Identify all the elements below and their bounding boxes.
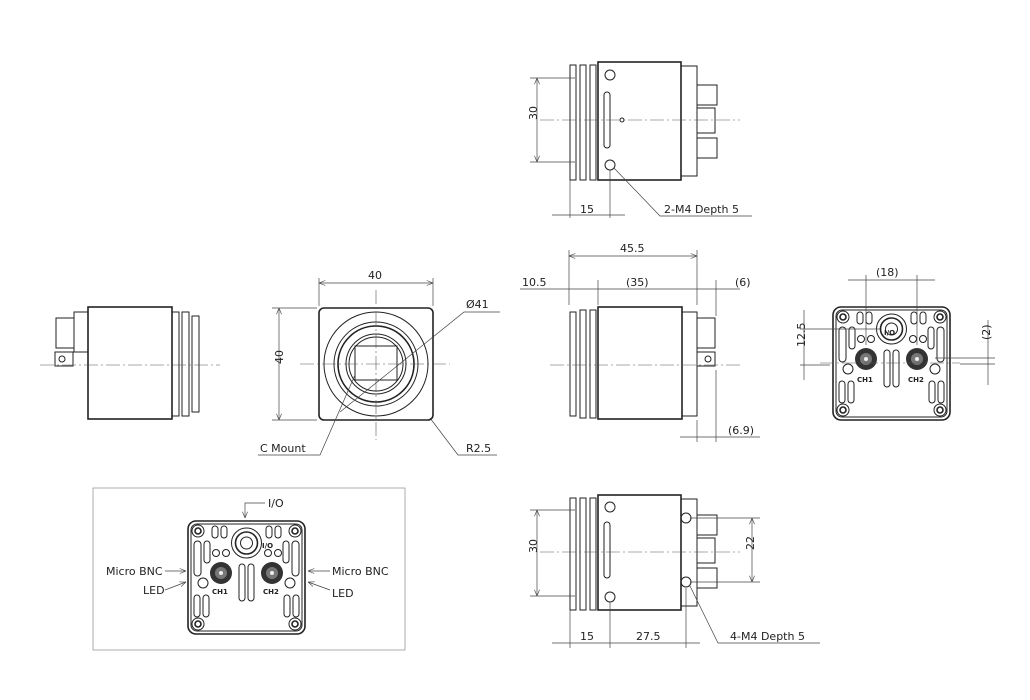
- bottom-dim-height: 30: [527, 539, 540, 553]
- top-view: 30 15 2-M4 Depth 5: [527, 61, 752, 218]
- top-hole-note: 2-M4 Depth 5: [664, 203, 739, 216]
- front-view: 40 40 Ø41 C Mount R2.5: [258, 269, 500, 456]
- bottom-dim-spacing: 22: [744, 536, 757, 550]
- front-dim-height: 40: [273, 350, 286, 364]
- rear-detail-view: I/O CH1 CH2 I/O Micro BNC LED Micro BNC …: [92, 487, 406, 651]
- right-side-view: 45.5 10.5 (35) (6) (6.9): [520, 242, 760, 442]
- micro-bnc-right-label: Micro BNC: [332, 565, 389, 578]
- back-dim-spacing: (18): [876, 266, 899, 279]
- back-ch1-label: CH1: [857, 376, 873, 384]
- micro-bnc-left-label: Micro BNC: [106, 565, 163, 578]
- back-io-label: I/O: [884, 329, 895, 337]
- top-dim-offset: 15: [580, 203, 594, 216]
- detail-ch2-label: CH2: [263, 588, 279, 596]
- side-dim-connector: (6): [735, 276, 751, 289]
- back-dim-offset: (2): [980, 324, 993, 340]
- detail-io-label: I/O: [262, 542, 273, 550]
- c-mount-label: C Mount: [260, 442, 306, 455]
- front-dim-width: 40: [368, 269, 382, 282]
- bottom-dim-offset2: 27.5: [636, 630, 661, 643]
- detail-ch1-label: CH1: [212, 588, 228, 596]
- back-view: I/O CH1 CH2 (18) 12.5 (2): [795, 266, 995, 421]
- side-dim-fins: 10.5: [522, 276, 547, 289]
- back-ch2-label: CH2: [908, 376, 924, 384]
- left-side-view: [40, 306, 220, 420]
- side-dim-total: 45.5: [620, 242, 645, 255]
- top-dim-height: 30: [527, 106, 540, 120]
- side-dim-bnc: (6.9): [728, 424, 754, 437]
- bottom-hole-note: 4-M4 Depth 5: [730, 630, 805, 643]
- side-dim-body: (35): [626, 276, 649, 289]
- front-dim-diameter: Ø41: [466, 298, 489, 311]
- back-dim-vertical: 12.5: [795, 323, 808, 348]
- bottom-view: 30 22 15 27.5 4-M4 Depth 5: [527, 494, 820, 648]
- io-callout: I/O: [268, 497, 284, 510]
- led-left-label: LED: [143, 584, 165, 597]
- led-right-label: LED: [332, 587, 354, 600]
- bottom-dim-offset1: 15: [580, 630, 594, 643]
- radius-label: R2.5: [466, 442, 491, 455]
